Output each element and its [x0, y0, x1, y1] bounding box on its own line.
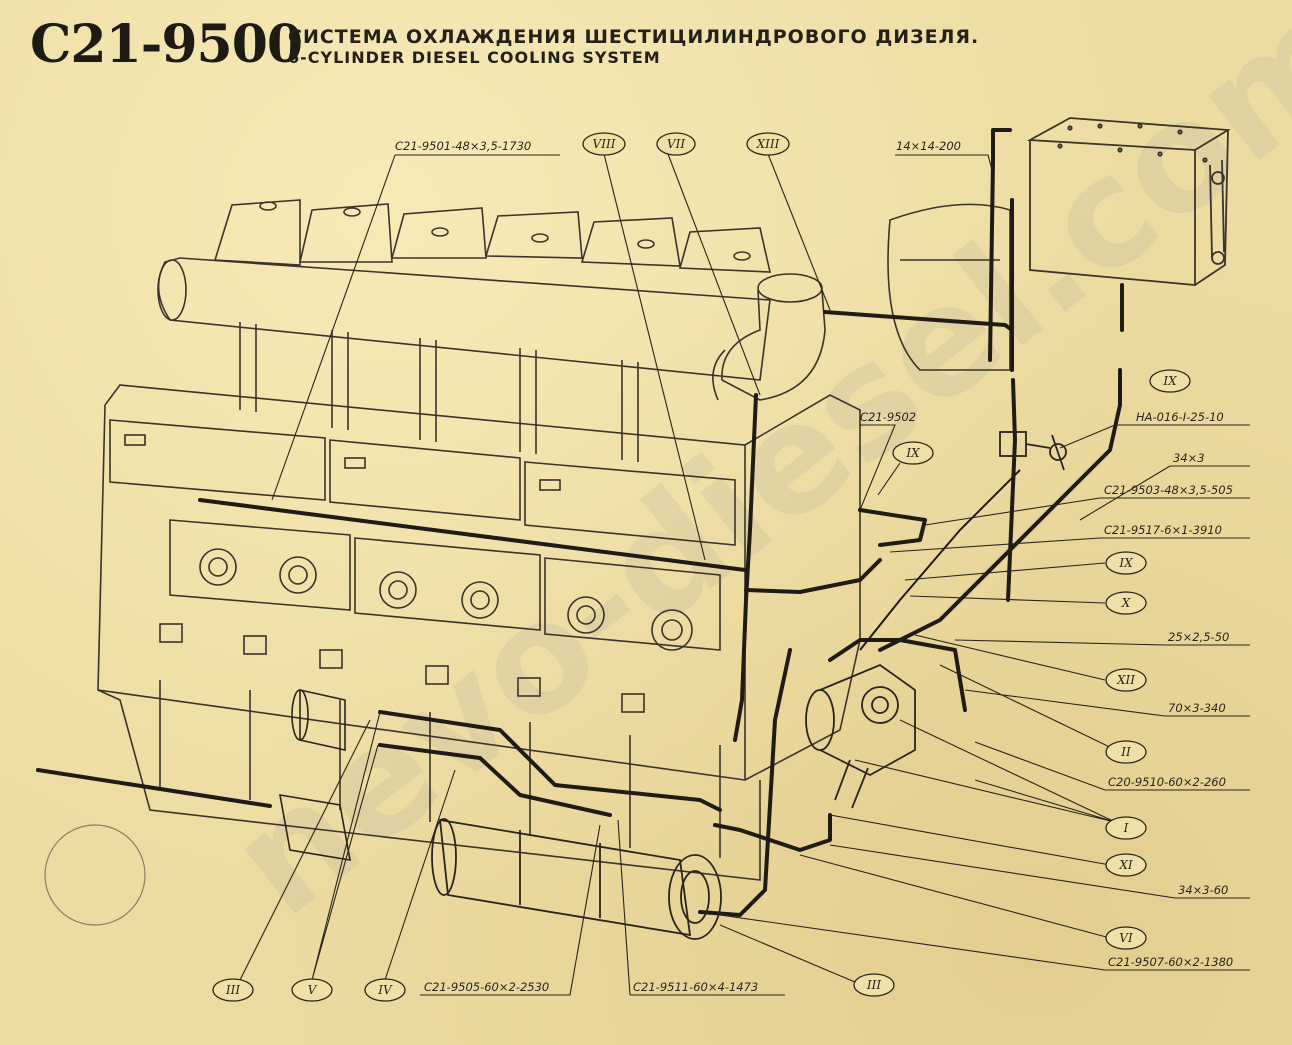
valve-covers — [213, 199, 772, 273]
label-34x3-60: 34×3-60 — [1178, 883, 1228, 897]
marker-ii-ellipse — [1105, 740, 1147, 764]
pipe-side-vertical — [733, 393, 758, 742]
marker-ix-mid-ellipse — [1105, 551, 1147, 575]
marker-iv: IV — [377, 983, 393, 997]
air-cleaner — [887, 203, 1011, 371]
pipe-c21-9505 — [378, 743, 612, 817]
marker-vii: VII — [667, 137, 685, 151]
base-ribs — [159, 680, 721, 858]
callout-labels: C21-9501-48×3,5-1730 14×14-200 C21-9502 … — [395, 139, 1233, 994]
marker-ix-top-ellipse — [892, 441, 934, 465]
marker-ii: II — [1120, 745, 1131, 759]
pipe-c21-9511 — [378, 710, 722, 812]
marker-xii: XII — [1116, 673, 1135, 687]
tank-rivets — [1057, 123, 1208, 163]
marker-ix-right: IX — [1162, 374, 1177, 388]
marker-iii-right-ellipse — [853, 973, 895, 997]
pipe-c21-9501 — [198, 498, 747, 572]
marker-x-ellipse — [1105, 591, 1147, 615]
drawing-code: C21-9500 — [30, 14, 303, 75]
marker-texts: VIII VII XIII IX IX IX X XII II I XI VI … — [225, 137, 1177, 997]
valve-na016 — [999, 431, 1067, 471]
watermark-text: nevo-diesel.com — [200, 0, 1292, 950]
title-english: 6-CYLINDER DIESEL COOLING SYSTEM — [288, 48, 661, 67]
marker-iii-left: III — [225, 983, 240, 997]
pipe-14x14 — [988, 128, 1012, 362]
flywheel-outline — [44, 824, 146, 926]
marker-iii-right: III — [866, 978, 881, 992]
block-side-edge — [744, 639, 861, 781]
exhaust-manifold — [157, 257, 771, 381]
title-russian: СИСТЕМА ОХЛАЖДЕНИЯ ШЕСТИЦИЛИНДРОВОГО ДИЗ… — [288, 26, 980, 48]
marker-xii-ellipse — [1105, 668, 1147, 692]
label-c21-9505: C21-9505-60×2-2530 — [424, 980, 549, 994]
watermark: nevo-diesel.com — [200, 0, 1292, 950]
label-14x14-200: 14×14-200 — [896, 139, 961, 153]
label-c21-9517: C21-9517-6×1-3910 — [1104, 523, 1222, 537]
marker-i: I — [1123, 821, 1129, 835]
label-c21-9503: C21-9503-48×3,5-505 — [1104, 483, 1233, 497]
marker-vi: VI — [1119, 931, 1133, 945]
label-valve-na016: НА-016-I-25-10 — [1136, 410, 1224, 424]
label-70x3-340: 70×3-340 — [1168, 701, 1226, 715]
marker-xiii-ellipse — [746, 132, 790, 156]
marker-iii-left-ellipse — [212, 978, 254, 1002]
engine-block — [44, 199, 861, 926]
marker-x: X — [1121, 596, 1131, 610]
coolant-pipes — [36, 128, 1124, 917]
marker-vi-ellipse — [1105, 926, 1147, 950]
pipe-to-valve — [1006, 378, 1017, 602]
pipe-c21-9502 — [744, 558, 882, 594]
water-pump — [805, 663, 916, 809]
pipe-c21-9503 — [878, 368, 1122, 652]
marker-ix-top: IX — [905, 446, 920, 460]
label-c21-9507: C21-9507-60×2-1380 — [1108, 955, 1233, 969]
marker-xi: XI — [1118, 858, 1133, 872]
upper-panels — [109, 419, 736, 546]
marker-iv-ellipse — [364, 978, 406, 1002]
oil-cooler — [279, 689, 351, 861]
marker-ix-mid: IX — [1118, 556, 1133, 570]
label-c21-9502: C21-9502 — [860, 410, 916, 424]
pipe-ix-loop — [858, 508, 927, 547]
manifold-drops — [239, 322, 639, 462]
marker-v: V — [308, 983, 318, 997]
pipe-left-long — [36, 768, 272, 808]
heat-exchanger — [431, 818, 722, 940]
expansion-tank — [1026, 117, 1231, 286]
marker-viii: VIII — [593, 137, 616, 151]
label-c20-9510: C20-9510-60×2-260 — [1108, 775, 1226, 789]
marker-xiii: XIII — [756, 137, 780, 151]
marker-ix-right-ellipse — [1149, 369, 1191, 393]
thermostat-housing — [712, 273, 826, 401]
marker-ellipses — [212, 132, 1191, 1002]
label-c21-9511: C21-9511-60×4-1473 — [633, 980, 758, 994]
leader-lines — [239, 153, 1250, 996]
label-34x3: 34×3 — [1173, 451, 1205, 465]
pipe-c21-9517 — [859, 469, 1021, 651]
marker-i-ellipse — [1105, 816, 1147, 840]
crankcase-base — [97, 689, 761, 881]
pipe-c21-9507 — [698, 648, 792, 917]
marker-viii-ellipse — [582, 132, 626, 156]
marker-v-ellipse — [291, 978, 333, 1002]
marker-xi-ellipse — [1105, 853, 1147, 877]
block-top-edge — [104, 384, 861, 640]
label-c21-9501: C21-9501-48×3,5-1730 — [395, 139, 531, 153]
marker-vii-ellipse — [656, 132, 696, 156]
label-25x2-5-50: 25×2,5-50 — [1168, 630, 1229, 644]
base-bolts — [159, 623, 645, 713]
pipe-xiii-vent — [823, 310, 1014, 332]
pipe-34x3-60 — [713, 813, 832, 852]
inspection-panels — [169, 519, 721, 651]
manifold-end-flange — [157, 259, 187, 321]
